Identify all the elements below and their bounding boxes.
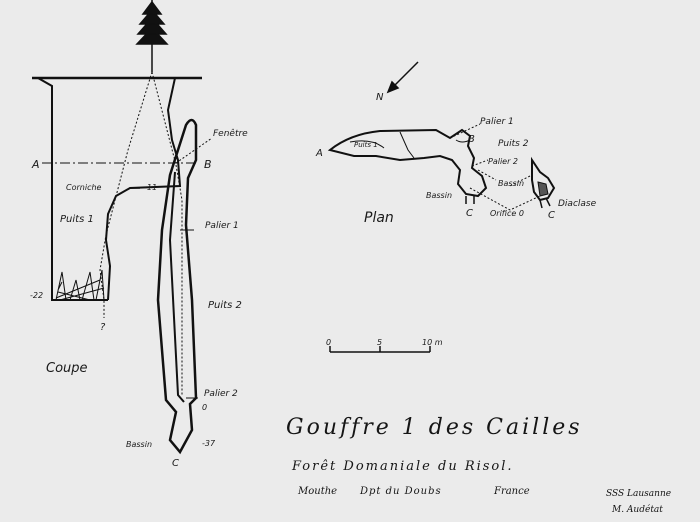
location-mouthe: Mouthe xyxy=(297,486,337,497)
plan-puits2-label: Puits 2 xyxy=(498,139,529,149)
puits2-outline xyxy=(156,118,198,455)
location-country: France xyxy=(493,486,530,497)
plan-diaclase-label: Diaclase xyxy=(558,199,597,209)
scale-bar xyxy=(329,346,431,353)
depth-zero: 0 xyxy=(202,403,207,412)
plan-bassin-right-label: Bassin xyxy=(498,179,524,188)
page-title: Gouffre 1 des Cailles xyxy=(286,415,583,440)
section-labels: A B Fenêtre Corniche -11 Puits 1 -22 ? C… xyxy=(30,128,248,469)
scale-tick-10: 10 m xyxy=(422,338,443,347)
puits2-label: Puits 2 xyxy=(208,300,242,311)
plan-labels: N A Puits 1 B Palier 1 Puits 2 Palier 2 … xyxy=(315,92,597,226)
plan-orifice-label: Orifice 0 xyxy=(490,209,524,218)
corniche-label: Corniche xyxy=(66,183,102,192)
plan-bassin-left-label: Bassin xyxy=(426,191,452,200)
plan-label: Plan xyxy=(364,210,394,226)
fir-tree-icon xyxy=(135,0,169,72)
plan-puits1-label: Puits 1 xyxy=(354,141,378,149)
plan-palier1-label: Palier 1 xyxy=(480,117,514,127)
location-department: Dpt du Doubs xyxy=(359,486,442,497)
depth-minus-22: -22 xyxy=(30,291,43,300)
plan-label-b: B xyxy=(468,134,475,145)
puits1-label: Puits 1 xyxy=(60,214,94,225)
unknown-continuation: ? xyxy=(100,322,106,333)
section-label-a: A xyxy=(31,158,40,171)
plan-label-a: A xyxy=(315,148,323,159)
corniche-depth: -11 xyxy=(144,183,157,192)
survey-line xyxy=(99,71,183,395)
credit-club: SSS Lausanne xyxy=(606,489,671,499)
credit-author: M. Audétat xyxy=(611,504,663,515)
plan-label-c-right: C xyxy=(548,210,555,221)
plan-view xyxy=(327,61,556,211)
bassin-label: Bassin xyxy=(126,440,152,449)
north-label: N xyxy=(376,92,384,103)
scale-tick-5: 5 xyxy=(377,338,382,347)
section-label-c: C xyxy=(172,458,179,469)
plan-palier2-label: Palier 2 xyxy=(488,157,518,166)
plan-diaclase-chamber xyxy=(531,156,556,202)
palier2-label: Palier 2 xyxy=(204,389,238,399)
palier1-label: Palier 1 xyxy=(205,221,239,231)
plan-label-c-left: C xyxy=(466,208,473,219)
plan-gallery xyxy=(327,128,488,198)
page-subtitle: Forêt Domaniale du Risol. xyxy=(291,459,514,474)
depth-minus-37: -37 xyxy=(202,439,216,448)
rock-blade xyxy=(168,171,185,403)
north-arrow-icon xyxy=(386,61,419,94)
fenetre-label: Fenêtre xyxy=(213,128,248,139)
section-view xyxy=(32,0,213,455)
coupe-label: Coupe xyxy=(46,361,88,376)
debris-pile xyxy=(55,269,105,301)
section-label-b: B xyxy=(204,158,212,171)
scale-tick-0: 0 xyxy=(326,338,331,347)
